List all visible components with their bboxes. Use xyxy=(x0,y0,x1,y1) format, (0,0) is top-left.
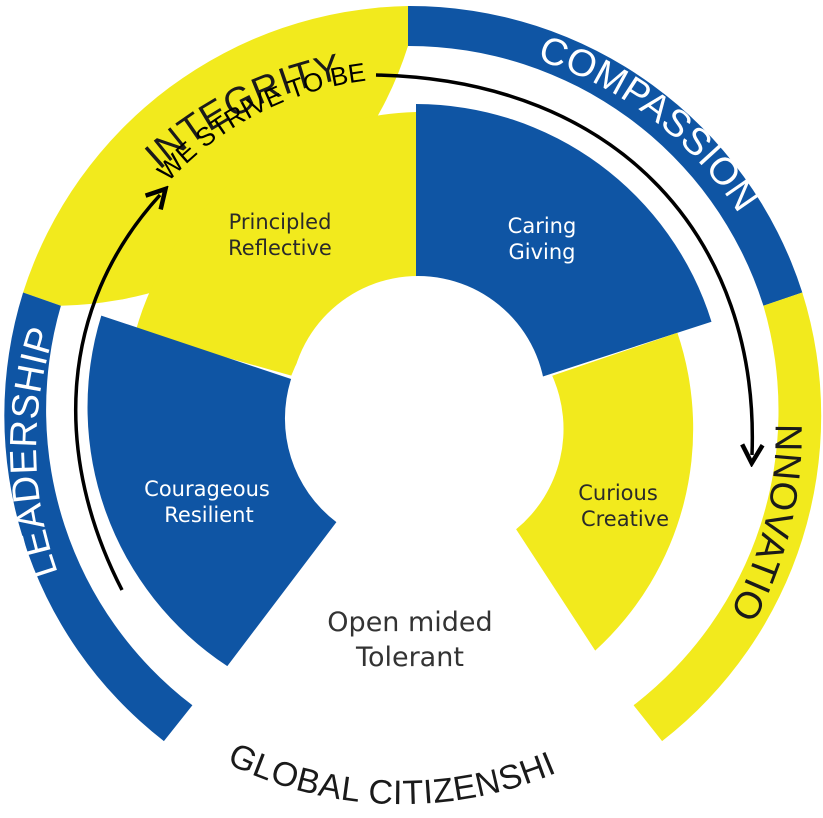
outer-ring-compassion-arc xyxy=(408,5,803,306)
segment-courageous-resilient xyxy=(87,315,337,667)
segment-label-courageous: Courageous xyxy=(144,477,270,501)
segment-curious-creative xyxy=(516,332,694,651)
leadership-label: LEADERSHIP xyxy=(3,322,66,583)
segment-label-principled: Principled xyxy=(229,210,332,234)
segment-label-creative: Creative xyxy=(581,507,669,531)
slogan-arrow-right xyxy=(375,73,752,455)
segment-label-caring: Caring xyxy=(508,214,577,238)
outer-ring-innovation-arc xyxy=(633,292,822,742)
segment-label-giving: Giving xyxy=(508,240,575,264)
segment-label-resilient: Resilient xyxy=(164,503,253,527)
segment-label-reflective: Reflective xyxy=(228,236,332,260)
segment-label-curious: Curious xyxy=(578,481,658,505)
center-hub xyxy=(290,276,546,532)
outer-ring-leadership-arc xyxy=(4,292,193,742)
slogan-arrow xyxy=(73,195,160,591)
outer-ring-integrity-arc xyxy=(23,6,408,306)
center-label-tolerant: Tolerant xyxy=(355,642,464,673)
center-label-open-minded: Open mided xyxy=(327,607,492,638)
